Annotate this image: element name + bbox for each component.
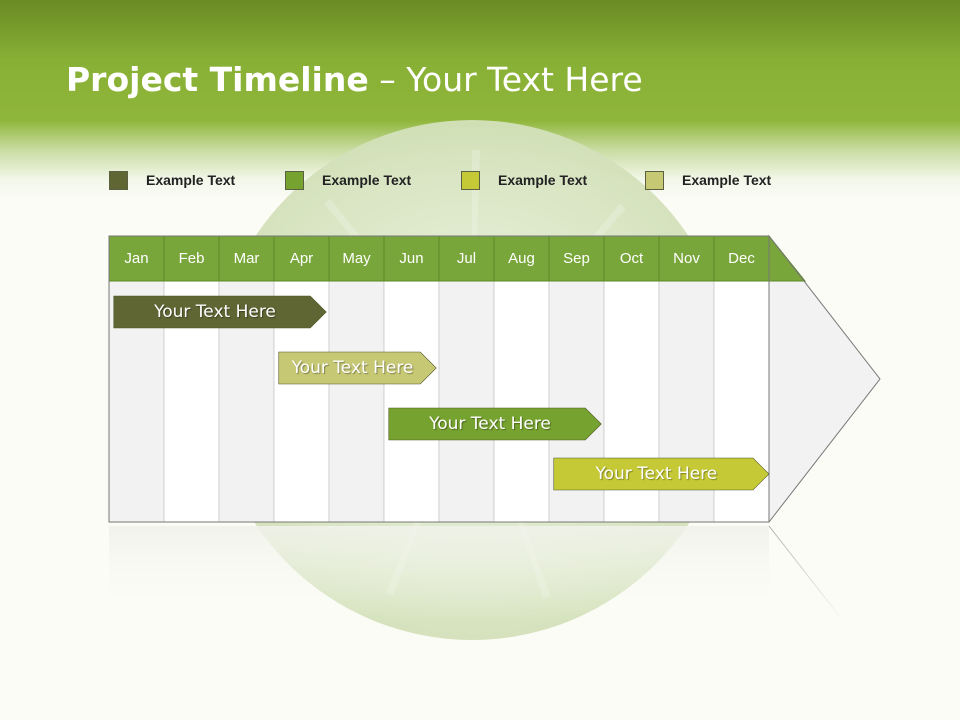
task-bar-2 [278, 351, 437, 385]
legend-label-3: Example Text [498, 172, 588, 188]
month-label-sep: Sep [563, 250, 590, 267]
month-header-cell-jan [108, 235, 165, 282]
legend-swatch-3 [461, 171, 480, 190]
month-label-jan: Jan [124, 250, 149, 267]
month-column-jul [438, 280, 495, 523]
month-label-oct: Oct [619, 250, 644, 267]
month-label-mar: Mar [233, 250, 260, 267]
month-header-cell-jun [383, 235, 440, 282]
month-label-feb: Feb [178, 250, 205, 267]
month-label-jun: Jun [399, 250, 424, 267]
month-header-cell-nov [658, 235, 715, 282]
month-label-dec: Dec [728, 250, 755, 267]
timeline-outline [108, 235, 881, 523]
grid-outline [108, 235, 770, 523]
month-header-cell-dec [713, 235, 770, 282]
month-label-jul: Jul [456, 250, 477, 267]
legend-label-2: Example Text [322, 172, 412, 188]
reflection-tip-edge [768, 525, 845, 623]
month-label-may: May [342, 250, 371, 267]
reflection-panel [109, 526, 769, 622]
month-label-aug: Aug [508, 250, 535, 267]
page-title: Project Timeline – Your Text Here [66, 60, 643, 99]
legend-swatch-4 [645, 171, 664, 190]
arrow-head-area [769, 281, 880, 522]
title-bold: Project Timeline [66, 60, 369, 99]
task-bar-4 [553, 457, 770, 491]
legend-swatch-2 [285, 171, 304, 190]
timeline-reflection [108, 525, 845, 623]
legend-label-4: Example Text [682, 172, 772, 188]
legend-swatch-1 [109, 171, 128, 190]
month-header-cell-mar [218, 235, 275, 282]
task-bars [113, 295, 770, 491]
task-bar-3 [388, 407, 602, 441]
month-header-row [108, 234, 807, 282]
month-header-cell-oct [603, 235, 660, 282]
month-header-cell-jul [438, 235, 495, 282]
legend-label-1: Example Text [146, 172, 236, 188]
month-label-apr: Apr [289, 250, 314, 267]
month-label-nov: Nov [673, 250, 700, 267]
title-rest: – Your Text Here [368, 60, 643, 99]
month-header-cell-sep [548, 235, 605, 282]
month-header-cell-aug [493, 235, 550, 282]
month-column-aug [493, 280, 550, 523]
month-column-jun [383, 280, 440, 523]
arrow-outline [768, 235, 881, 523]
task-bar-1 [113, 295, 327, 329]
month-column-may [328, 280, 385, 523]
